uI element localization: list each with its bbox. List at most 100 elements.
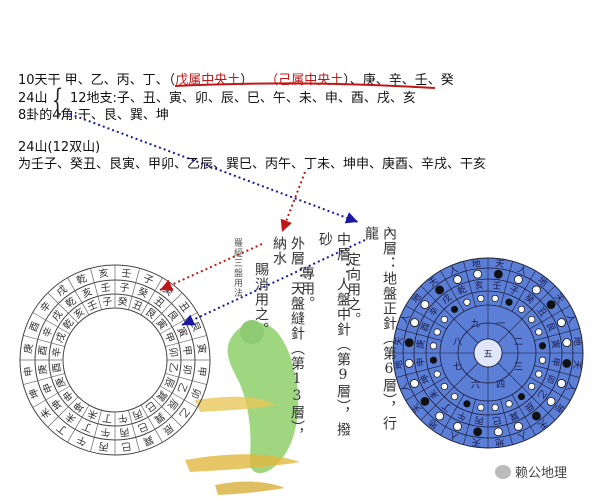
disk-dot xyxy=(453,275,462,284)
disk-dot-inner xyxy=(429,356,438,364)
left-ring-char: 壬 xyxy=(121,267,132,280)
left-ring-divider xyxy=(90,410,102,452)
disk-divider xyxy=(405,376,447,401)
disk-dot-inner xyxy=(491,403,499,412)
left-ring-divider xyxy=(32,385,71,408)
disk-divider xyxy=(534,365,580,378)
disk-dot xyxy=(493,427,503,437)
disk-trigram-number: 六 xyxy=(471,378,480,390)
heavenly-stems-prefix: 10天干 甲、乙、丙、丁、（ xyxy=(18,73,176,88)
disk-trigram-divider xyxy=(497,318,523,344)
disk-mid-char: 巽 xyxy=(508,409,521,423)
disk-dot xyxy=(557,379,566,388)
left-ring-char: 壬 xyxy=(100,282,111,295)
blue-dotted-arrow-top xyxy=(69,113,359,224)
left-ring-char: 酉 xyxy=(28,320,42,333)
left-ring-char: 午 xyxy=(100,425,112,439)
disk-trigram-number: 八 xyxy=(453,337,462,347)
disk-divider xyxy=(396,328,442,341)
disk-divider xyxy=(463,261,476,307)
disk-outer-char: 地 xyxy=(571,336,584,347)
disk-dot xyxy=(404,338,414,348)
left-ring-char: 丙 xyxy=(119,425,130,437)
disk-mid-char: 寅 xyxy=(549,339,562,350)
left-ring-char: 辛 xyxy=(40,325,56,339)
disk-dot xyxy=(557,318,566,327)
left-ring-divider xyxy=(165,335,207,347)
disk-dot-inner xyxy=(463,400,471,408)
disk-dot-inner xyxy=(440,382,448,391)
disk-outer-char: 天 xyxy=(471,436,481,447)
left-ring-char: 癸 xyxy=(117,294,129,308)
left-ring-char: 卯 xyxy=(188,386,203,400)
disk-dot-inner xyxy=(528,315,536,324)
red-underline xyxy=(174,82,436,89)
disk-dot xyxy=(473,269,483,279)
disk-dot-inner xyxy=(463,298,471,306)
disk-outer-char: 人 xyxy=(447,264,460,278)
left-ring-char: 乙 xyxy=(175,381,190,395)
disk-dot xyxy=(420,300,430,310)
disk-divider xyxy=(440,394,465,436)
disk-dot-inner xyxy=(535,370,543,378)
left-ring-char: 乾 xyxy=(63,294,79,310)
disk-dot xyxy=(531,285,541,295)
left-ring-char: 辛 xyxy=(49,346,63,358)
disk-dot xyxy=(410,379,419,388)
disk-dot-inner xyxy=(535,328,543,336)
disk-dot xyxy=(473,427,483,437)
disk-outer-char: 人 xyxy=(399,381,413,394)
watermark: 赖公地理 xyxy=(495,462,567,481)
left-ring-divider xyxy=(140,404,163,443)
disk-mid-char: 午 xyxy=(456,409,469,424)
left-ring-char: 甲 xyxy=(180,345,192,356)
disk-dot xyxy=(546,396,556,406)
left-ring-char: 巳 xyxy=(136,420,150,435)
disk-outer-char: 天 xyxy=(571,359,582,369)
disk-divider xyxy=(529,376,571,401)
brace-icon: { xyxy=(51,83,64,118)
left-ring-char: 亥 xyxy=(98,266,110,280)
disk-dot-inner xyxy=(433,370,441,378)
disk-mid-char: 巳 xyxy=(492,414,502,426)
disk-outer-char: 人 xyxy=(399,312,413,325)
disk-divider xyxy=(420,285,455,320)
disk-trigram-divider xyxy=(453,362,479,388)
disk-divider xyxy=(521,285,556,320)
left-ring-char: 乾 xyxy=(74,271,88,287)
disk-dot xyxy=(514,275,523,284)
left-ring-char: 庚 xyxy=(53,375,69,389)
disk-dot xyxy=(531,411,541,421)
green-figure xyxy=(227,320,299,474)
disk-mid-char: 甲 xyxy=(549,357,561,367)
disk-dot xyxy=(562,338,572,348)
disk-dot-inner xyxy=(528,382,536,391)
left-ring-char: 酉 xyxy=(38,345,50,356)
left-ring-char: 申 xyxy=(21,366,35,378)
disk-outer-char: 人 xyxy=(564,312,578,325)
left-ring-divider xyxy=(47,396,79,428)
left-ring-char: 丁 xyxy=(81,420,94,434)
left-ring-char: 申 xyxy=(40,381,56,395)
disk-dot xyxy=(410,318,419,327)
red-dotted-arrow-bottom xyxy=(159,243,263,291)
disk-outer-char: 人 xyxy=(516,429,529,443)
left-ring-divider xyxy=(128,268,140,310)
disk-dot xyxy=(435,285,445,295)
section-text: 为壬子、癸丑、艮寅、甲卯、乙辰、巽巳、丙午、丁未、坤申、庚酉、辛戌、干亥 xyxy=(18,157,487,172)
left-ring-char: 子 xyxy=(119,282,130,295)
disk-divider xyxy=(534,328,580,341)
left-ring-char: 丑 xyxy=(152,295,167,310)
disk-outer-char: 人 xyxy=(447,429,460,443)
left-ring-char: 丁 xyxy=(102,411,113,423)
disk-dot-inner xyxy=(505,400,513,408)
disk-divider xyxy=(529,305,571,330)
left-ring-divider xyxy=(165,373,207,385)
disk-dot-inner xyxy=(450,393,459,401)
disk-dot-inner xyxy=(477,403,485,412)
disk-mid-char: 亥 xyxy=(474,279,485,292)
left-ring-divider xyxy=(23,335,65,347)
left-ring-divider xyxy=(90,268,102,310)
left-ring-char: 未 xyxy=(86,407,100,422)
